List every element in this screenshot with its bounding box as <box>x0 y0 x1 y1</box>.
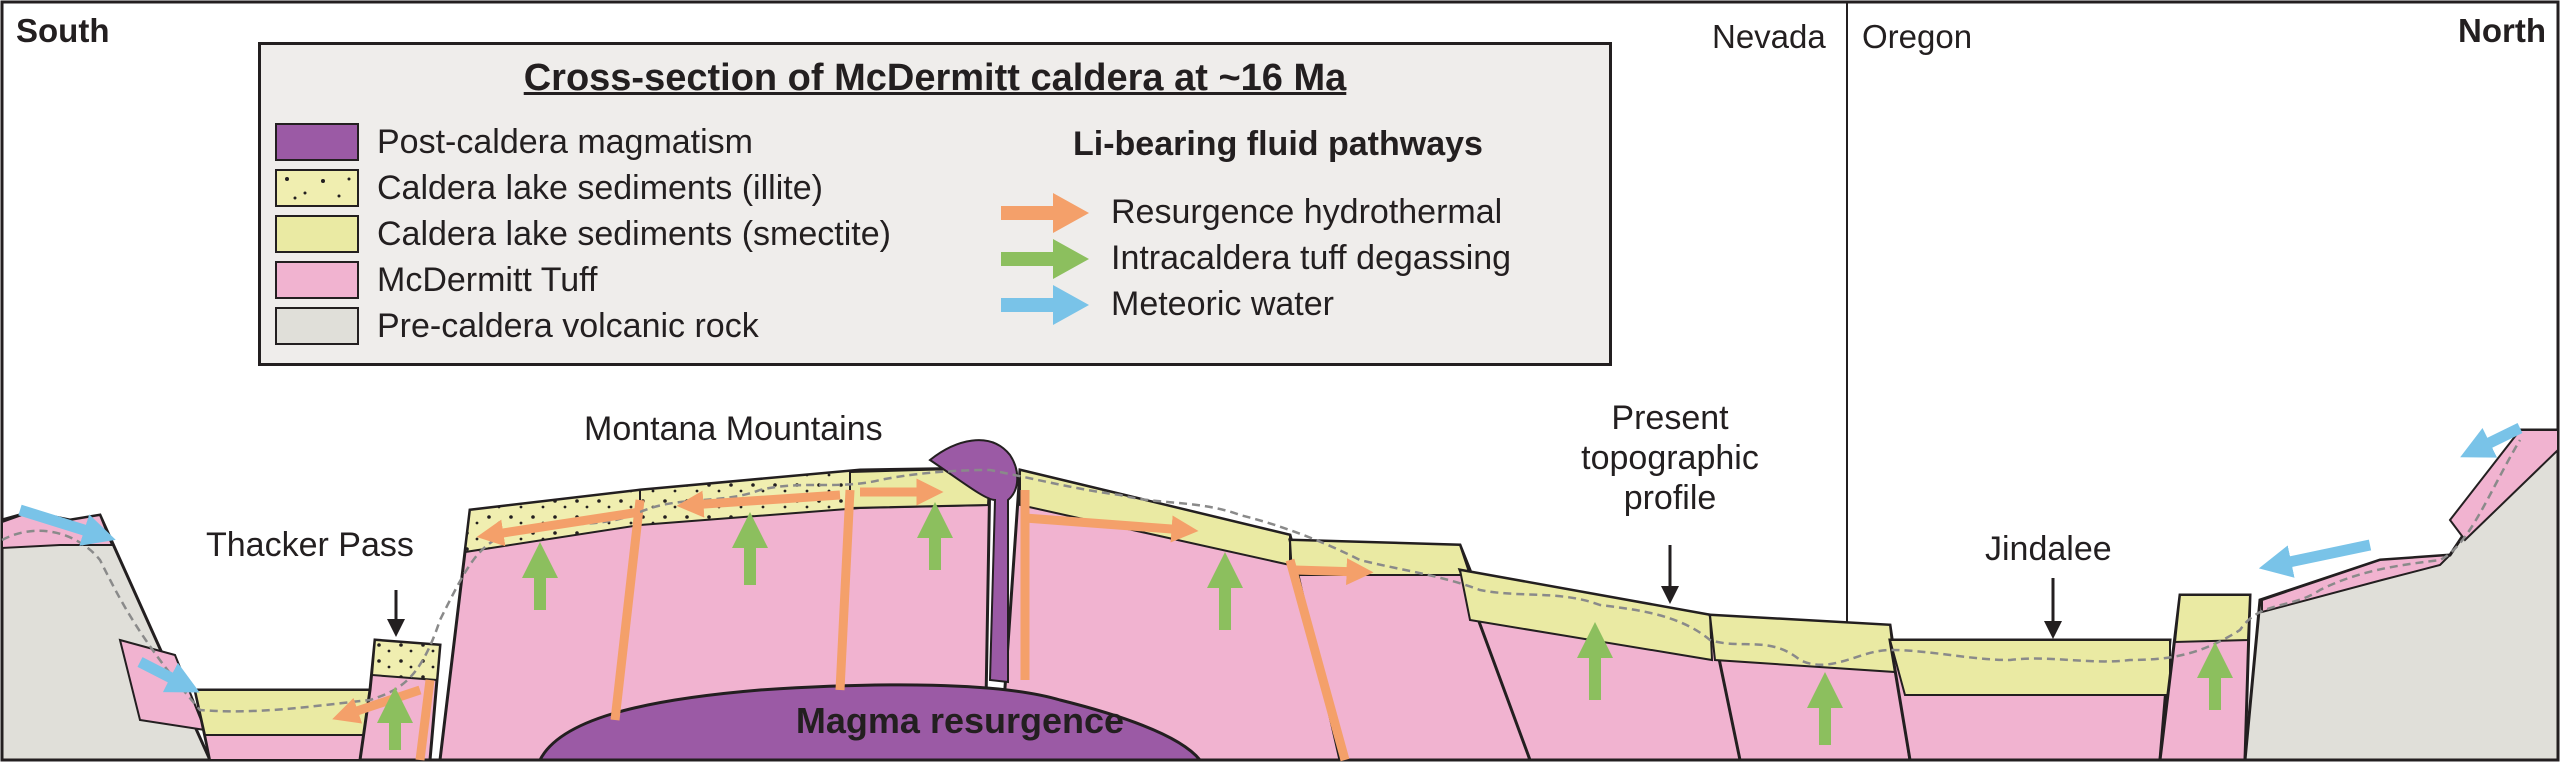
hydrothermal-arrow <box>676 490 841 518</box>
smectite-swatch <box>275 215 359 253</box>
illite-swatch <box>275 169 359 207</box>
meteoric-arrow <box>137 657 200 693</box>
legend-box: Cross-section of McDermitt caldera at ~1… <box>258 42 1612 366</box>
meteoric-legend-arrow <box>1001 285 1089 325</box>
meteoric-arrow <box>2460 423 2523 458</box>
topo-label-line: profile <box>1623 479 1717 517</box>
jindalee-label: Jindalee <box>1985 530 2112 568</box>
illite-dot-pattern <box>277 171 357 205</box>
legend-unit-label: Pre-caldera volcanic rock <box>377 307 759 345</box>
south-label: South <box>16 12 110 49</box>
graben-block <box>1708 613 1912 762</box>
nevada-label: Nevada <box>1712 18 1826 55</box>
magma-resurgence-body <box>537 439 1204 762</box>
magmatism-swatch <box>275 123 359 161</box>
jindalee-basin <box>1888 638 2172 762</box>
thacker-pass-label: Thacker Pass <box>206 526 414 564</box>
hydrothermal-arrow <box>476 507 641 547</box>
hydrothermal-arrow <box>1024 513 1199 543</box>
fluid-pathways-title: Li-bearing fluid pathways <box>1073 125 1483 163</box>
meteoric-fluid-arrows <box>18 423 2523 693</box>
meteoric-arrow <box>2258 539 2372 578</box>
north-label: North <box>2458 12 2546 49</box>
legend-unit-label: Caldera lake sediments (illite) <box>377 169 823 207</box>
legend-unit-label: Post-caldera magmatism <box>377 123 754 161</box>
thacker-pass-basin <box>193 688 372 762</box>
topo-label-line: topographic <box>1581 439 1759 477</box>
legend-title: Cross-section of McDermitt caldera at ~1… <box>523 57 1347 99</box>
montana-mountains-label: Montana Mountains <box>584 410 883 448</box>
present-topographic-profile <box>1 439 2522 713</box>
degassing-legend-arrow <box>1001 239 1089 279</box>
legend-fluid-label: Meteoric water <box>1111 285 1334 323</box>
pre-caldera-swatch <box>275 307 359 345</box>
hydrothermal-legend-arrow <box>1001 193 1089 233</box>
tuff-swatch <box>275 261 359 299</box>
topographic-profile-label: Present topographic profile <box>1565 398 1775 518</box>
legend-fluid-label: Resurgence hydrothermal <box>1111 193 1503 231</box>
hydrothermal-faults <box>415 489 1350 762</box>
legend-unit-label: McDermitt Tuff <box>377 261 598 299</box>
legend-unit-label: Caldera lake sediments (smectite) <box>377 215 891 253</box>
degassing-fluid-arrows <box>377 502 2233 750</box>
topo-label-line: Present <box>1611 399 1729 437</box>
oregon-label: Oregon <box>1862 18 1973 55</box>
meteoric-arrow <box>18 504 116 546</box>
hydrothermal-arrow <box>1294 558 1374 586</box>
legend-fluid-label: Intracaldera tuff degassing <box>1111 239 1512 277</box>
magma-resurgence-label: Magma resurgence <box>795 700 1125 741</box>
